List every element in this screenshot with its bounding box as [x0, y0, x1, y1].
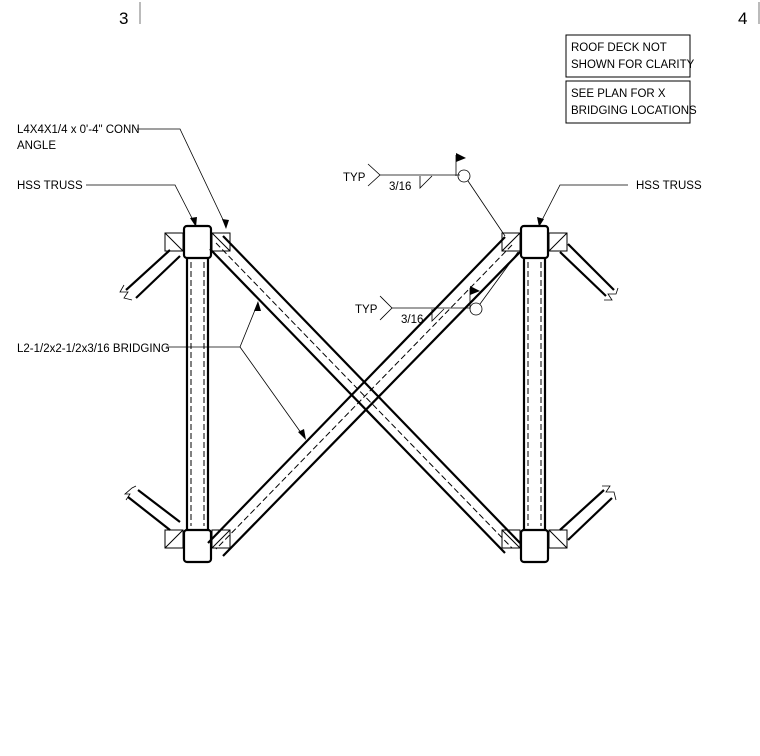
- hss-truss-right: [519, 224, 550, 564]
- arrowhead: [190, 217, 197, 227]
- conn-angle-left-top-outer: [164, 232, 184, 252]
- note-see-plan-line2: BRIDGING LOCATIONS: [571, 105, 697, 117]
- weld-bottom-note: TYP: [355, 304, 378, 316]
- conn-angle-right-top-outer: [548, 232, 568, 252]
- arrowhead: [298, 429, 306, 440]
- note-roof-deck-line1: ROOF DECK NOT: [571, 42, 667, 54]
- bridging-member-descending: [209, 235, 521, 554]
- note-roof-deck-line2: SHOWN FOR CLARITY: [571, 59, 695, 71]
- field-weld-flag-icon: [456, 153, 466, 162]
- field-weld-flag-icon: [470, 286, 480, 295]
- weld-all-around-circle: [457, 169, 471, 183]
- arrowhead: [254, 301, 261, 311]
- bridging-stub-left-top: [119, 249, 181, 301]
- grid-line-4: 4: [738, 2, 760, 28]
- weld-top-size: 3/16: [389, 181, 411, 193]
- conn-angle-right-bottom-inner: [501, 529, 521, 549]
- weld-symbol-top: TYP 3/16: [343, 153, 506, 237]
- weld-top-note: TYP: [343, 172, 366, 184]
- grid-label-4: 4: [738, 9, 747, 28]
- bridging-member-ascending: [207, 236, 521, 557]
- bridging-stub-left-bottom: [123, 485, 181, 531]
- connection-angles: [164, 232, 568, 549]
- label-hss-truss-right: HSS TRUSS: [537, 180, 702, 227]
- conn-angle-right-top-inner: [501, 232, 521, 252]
- note-roof-deck: ROOF DECK NOT SHOWN FOR CLARITY: [565, 34, 695, 78]
- bridging-stub-right-top: [559, 243, 619, 301]
- hss-truss-left: [182, 224, 213, 564]
- conn-angle-label-line1: L4X4X1/4 x 0'-4" CONN: [17, 124, 140, 136]
- weld-bottom-size: 3/16: [401, 314, 423, 326]
- conn-angle-right-bottom-outer: [548, 529, 568, 549]
- hss-truss-right-label: HSS TRUSS: [636, 180, 702, 192]
- note-see-plan-line1: SEE PLAN FOR X: [571, 88, 666, 100]
- hss-truss-left-label: HSS TRUSS: [17, 180, 83, 192]
- bridging-label: L2-1/2x2-1/2x3/16 BRIDGING: [17, 343, 170, 355]
- bridging-stub-right-bottom: [559, 485, 617, 541]
- conn-angle-left-bottom-outer: [164, 529, 184, 549]
- conn-angle-label-line2: ANGLE: [17, 140, 56, 152]
- label-bridging: L2-1/2x2-1/2x3/16 BRIDGING: [17, 301, 306, 440]
- arrowhead: [537, 217, 544, 227]
- weld-all-around-circle: [469, 302, 483, 316]
- grid-line-3: 3: [119, 2, 141, 28]
- note-see-plan: SEE PLAN FOR X BRIDGING LOCATIONS: [565, 80, 697, 124]
- weld-symbol-bottom: TYP 3/16: [355, 251, 519, 326]
- label-conn-angle: L4X4X1/4 x 0'-4" CONN ANGLE: [17, 124, 229, 229]
- grid-label-3: 3: [119, 9, 128, 28]
- conn-angle-left-top-inner: [211, 232, 231, 252]
- label-hss-truss-left: HSS TRUSS: [17, 180, 197, 227]
- conn-angle-left-bottom-inner: [211, 529, 231, 549]
- arrowhead: [222, 219, 229, 229]
